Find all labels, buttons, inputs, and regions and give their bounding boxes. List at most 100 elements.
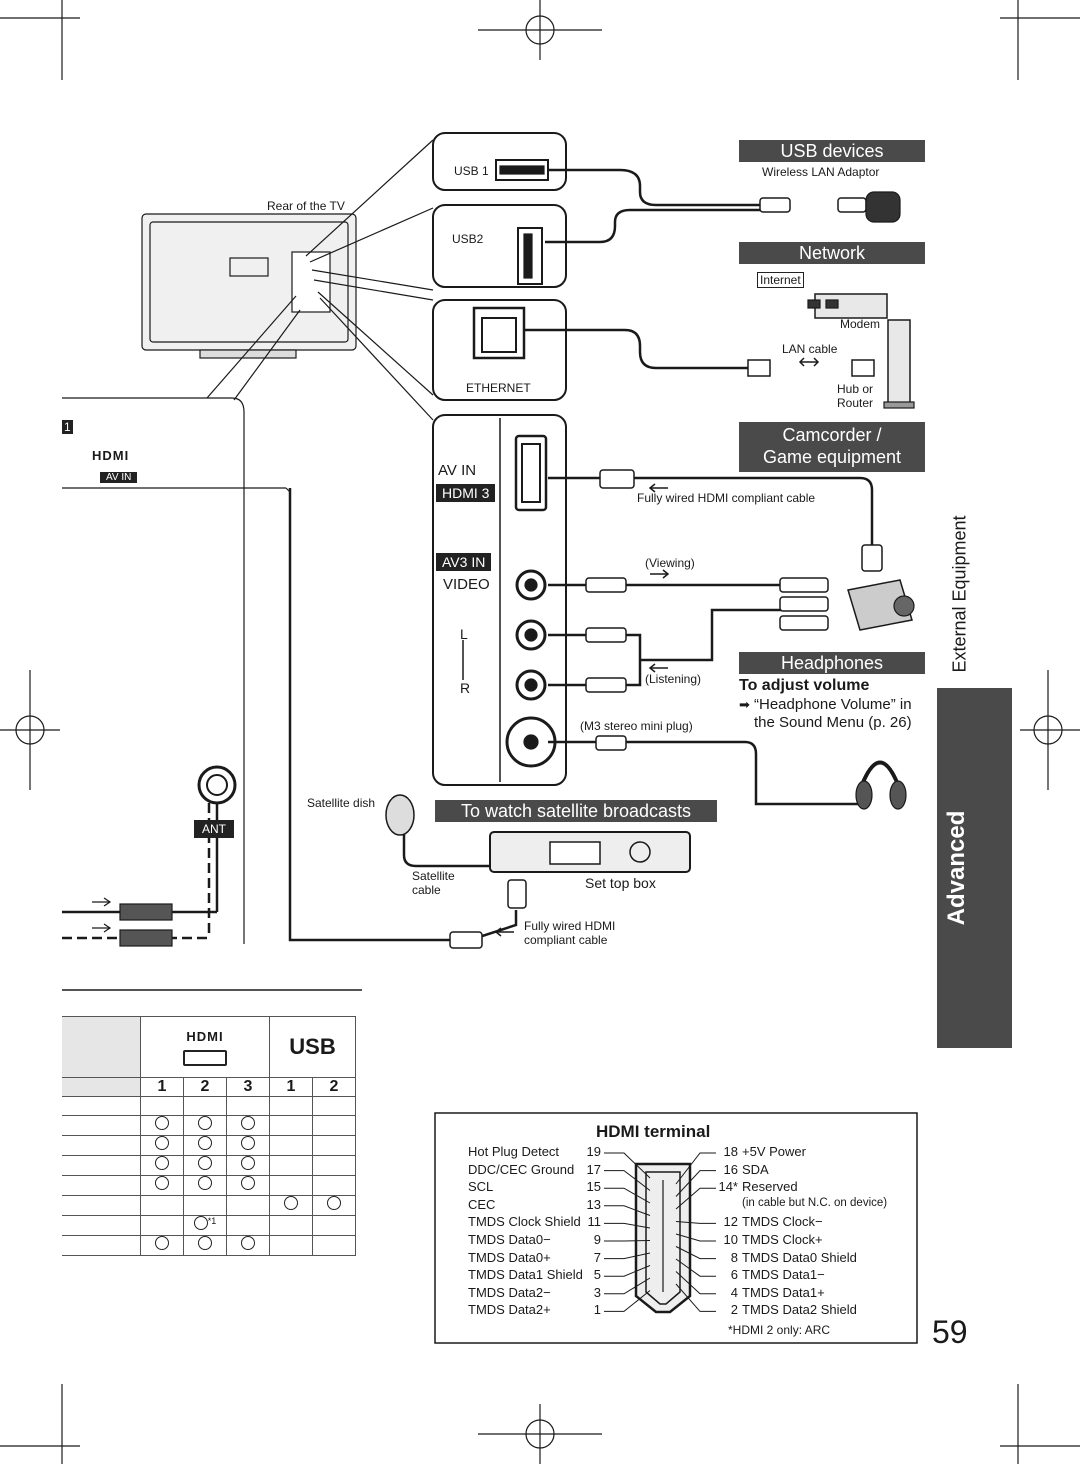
pin-leader-lines xyxy=(604,1152,716,1312)
pin-name-left: Hot Plug Detect xyxy=(468,1144,560,1159)
supported-mark xyxy=(155,1236,169,1251)
table-cell xyxy=(269,1155,313,1176)
supported-mark xyxy=(241,1176,255,1190)
hdmi-footnote: *HDMI 2 only: ARC xyxy=(728,1323,831,1337)
pin-leader xyxy=(604,1205,651,1216)
hdmi-terminal-drawing xyxy=(434,1112,918,1344)
pin-number-right: 4 xyxy=(730,1284,738,1300)
pin-name-right: +5V Power xyxy=(742,1144,806,1159)
adjust-volume-title: To adjust volume xyxy=(739,677,870,694)
cable-plugs xyxy=(449,197,883,949)
table-cell xyxy=(312,1115,356,1136)
hdmi-column-header: HDMI xyxy=(140,1016,270,1078)
table-cell xyxy=(226,1096,270,1116)
pin-leader xyxy=(675,1246,716,1260)
supported-mark xyxy=(198,1116,212,1130)
row-label-cell xyxy=(62,1214,141,1237)
pin-name-right: TMDS Clock+ xyxy=(742,1232,823,1247)
pin-number-right: 12 xyxy=(723,1214,738,1230)
table-cell xyxy=(140,1235,184,1257)
table-cell xyxy=(226,1155,270,1176)
table-cell xyxy=(312,1235,356,1257)
supported-mark xyxy=(198,1156,212,1170)
row-label-cell xyxy=(62,1115,141,1136)
hdmi-cable-label: Fully wired HDMI compliant cable xyxy=(637,491,816,505)
pin-number-left: 11 xyxy=(587,1214,602,1230)
tv-rear-drawing xyxy=(141,213,357,359)
pin-name-right: (in cable but N.C. on device) xyxy=(742,1196,888,1209)
usb1-port-label: USB 1 xyxy=(454,164,489,178)
av-in-label: AV IN xyxy=(438,462,477,479)
table-cell xyxy=(312,1135,356,1156)
hub-label-2: Router xyxy=(837,396,874,410)
table-cell xyxy=(140,1195,184,1216)
pin-name-left: TMDS Clock Shield xyxy=(468,1214,581,1230)
pin-name-right: SDA xyxy=(742,1161,769,1177)
pin-number-left: 19 xyxy=(586,1144,601,1159)
supported-mark xyxy=(241,1136,255,1150)
pin-leader xyxy=(675,1283,716,1312)
table-cell xyxy=(183,1235,227,1257)
table-row xyxy=(62,1195,356,1216)
supported-mark xyxy=(155,1156,169,1170)
pin-name-left: TMDS Data2+ xyxy=(468,1302,551,1318)
table-cell xyxy=(183,1175,227,1196)
av3-in-label: AV3 IN xyxy=(436,553,492,571)
lan-cable-label: LAN cable xyxy=(782,342,838,356)
mini-plug-label: (M3 stereo mini plug) xyxy=(580,719,693,733)
table-cell xyxy=(140,1214,184,1237)
supported-mark xyxy=(241,1236,255,1251)
usb-devices-header: USB devices xyxy=(739,140,925,162)
table-cell xyxy=(183,1135,227,1156)
table-cell xyxy=(183,1096,227,1116)
audio-l-label: L xyxy=(460,626,468,642)
pin-number-right: 8 xyxy=(730,1249,738,1265)
table-cell xyxy=(140,1155,184,1176)
hdmi-terminal-title: HDMI terminal xyxy=(596,1122,711,1141)
table-cell xyxy=(312,1214,356,1237)
table-cell xyxy=(269,1135,313,1156)
modem-label: Modem xyxy=(840,317,881,331)
table-cell xyxy=(312,1096,356,1116)
row-label-cell xyxy=(62,1135,141,1156)
table-cell xyxy=(226,1175,270,1196)
pin-name-right: TMDS Data2 Shield xyxy=(742,1302,857,1318)
page-number: 59 xyxy=(932,1314,968,1350)
row-label-cell xyxy=(62,1235,141,1257)
pin-name-left: CEC xyxy=(468,1196,496,1212)
table-cell xyxy=(269,1115,313,1136)
pin-number-left: 7 xyxy=(593,1249,601,1265)
table-row xyxy=(62,1155,356,1176)
table-row: *1 xyxy=(62,1214,356,1237)
satellite-cable-label-2: cable xyxy=(412,883,441,897)
pin-name-right: TMDS Clock− xyxy=(742,1214,823,1230)
pin-leader xyxy=(675,1233,716,1242)
table-cell xyxy=(312,1195,356,1216)
supported-mark xyxy=(241,1116,255,1130)
pin-name-left: TMDS Data0+ xyxy=(468,1249,551,1265)
table-cell xyxy=(140,1175,184,1196)
camcorder-header-line2: Game equipment xyxy=(762,447,902,467)
supported-mark xyxy=(198,1236,212,1251)
pin-leader xyxy=(604,1252,651,1260)
pin-leader xyxy=(675,1271,716,1295)
row-label-cell xyxy=(62,1175,141,1196)
table-row xyxy=(62,1115,356,1136)
pin-leader xyxy=(675,1221,716,1224)
set-top-box-label: Set top box xyxy=(585,875,656,891)
pin-leader xyxy=(675,1152,716,1185)
table-cell xyxy=(183,1155,227,1176)
devices xyxy=(385,191,915,873)
ethernet-port-label: ETHERNET xyxy=(466,381,531,395)
pin-number-left: 13 xyxy=(586,1196,601,1212)
table-row xyxy=(62,1135,356,1156)
pin-name-right: Reserved xyxy=(742,1179,798,1195)
pin-number-right: 6 xyxy=(730,1267,738,1283)
col-usb-2: 2 xyxy=(312,1077,356,1097)
left-hdmi-logo: HDMI xyxy=(92,448,130,463)
pin-name-left: TMDS Data2− xyxy=(468,1284,551,1300)
table-cell xyxy=(226,1115,270,1136)
hub-label-1: Hub or xyxy=(837,382,874,396)
pin-name-left: DDC/CEC Ground xyxy=(468,1161,575,1177)
supported-mark xyxy=(193,1216,208,1231)
